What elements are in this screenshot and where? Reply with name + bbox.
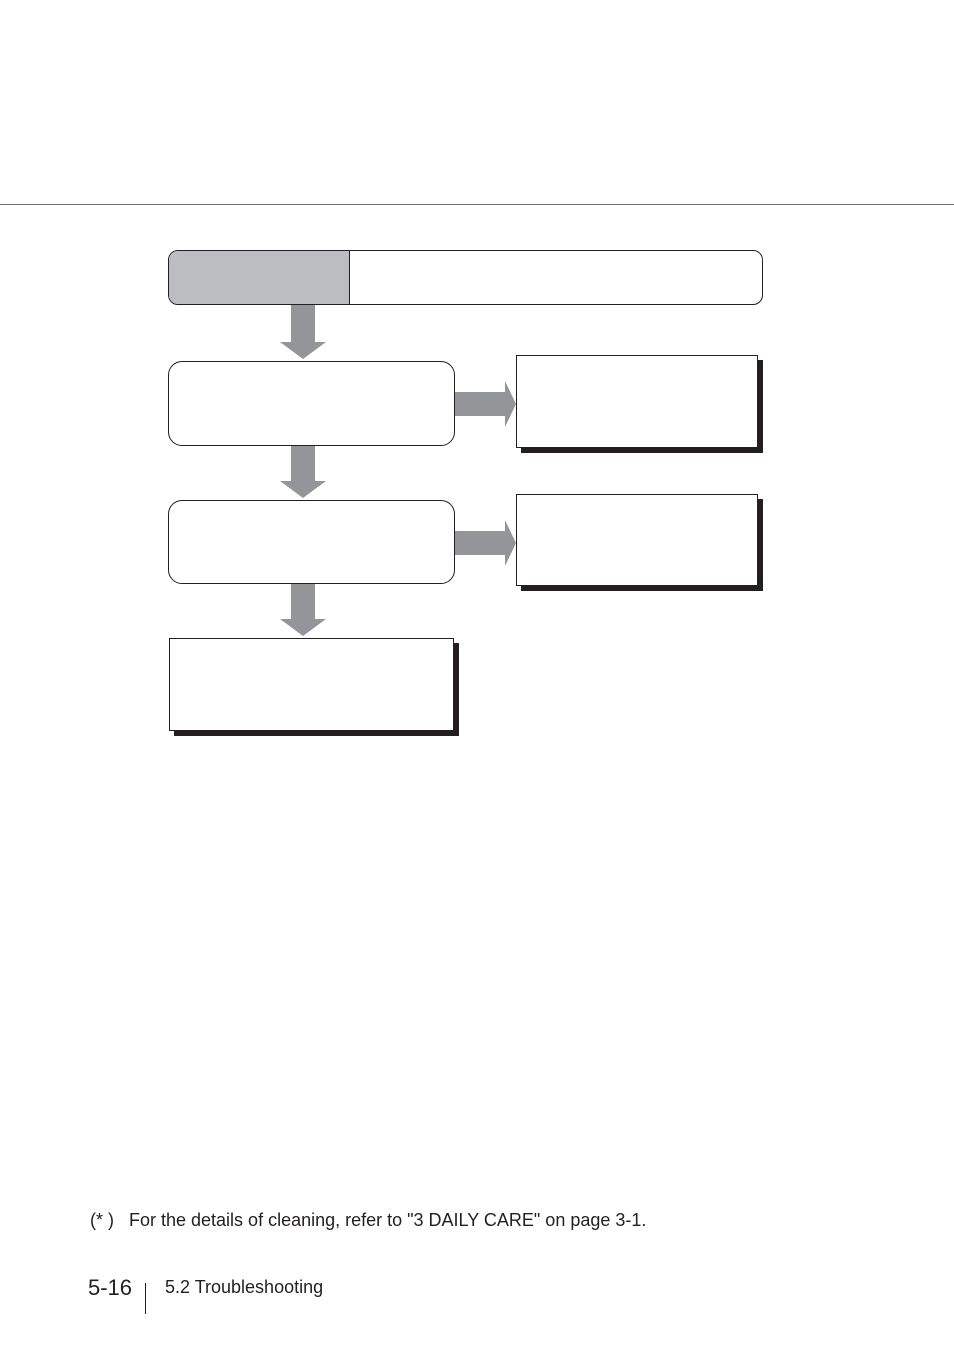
footnote-marker: (* ) xyxy=(90,1210,114,1230)
check-step-1-box xyxy=(168,361,455,446)
right-arrow-icon xyxy=(455,520,516,566)
section-label: 5.2 Troubleshooting xyxy=(165,1277,324,1297)
right-arrow-icon xyxy=(455,381,516,427)
down-arrow-icon xyxy=(280,584,326,636)
final-action-box xyxy=(169,638,454,731)
action-box-1 xyxy=(516,355,758,448)
footnote-text: For the details of cleaning, refer to "3… xyxy=(129,1210,647,1230)
page-number: 5-16 xyxy=(88,1275,133,1300)
down-arrow-icon xyxy=(280,305,326,359)
footer-divider xyxy=(145,1283,146,1314)
header-rule xyxy=(0,204,954,205)
flowchart-header-box xyxy=(168,250,763,305)
flowchart-header-tab xyxy=(169,251,350,304)
check-step-2-box xyxy=(168,500,455,584)
action-box-2 xyxy=(516,494,758,586)
footnote: (* ) For the details of cleaning, refer t… xyxy=(90,1210,646,1231)
down-arrow-icon xyxy=(280,446,326,498)
